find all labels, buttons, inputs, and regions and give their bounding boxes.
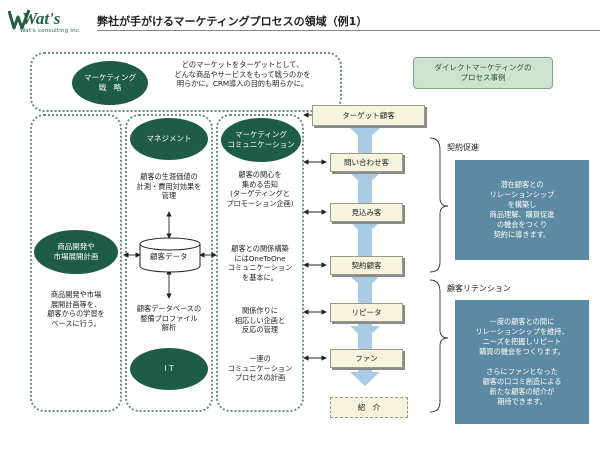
stage-referral: 紹 介: [330, 397, 408, 418]
it-oval: I T: [130, 348, 208, 390]
stage-repeater: リピータ: [330, 303, 403, 322]
management-region: [125, 114, 213, 412]
section-label-retention: 顧客リテンション: [447, 284, 511, 293]
communication-note-3: 関係作りに 相応しい企画と 反応の管理: [234, 306, 286, 335]
section-label-contract-promotion: 契約促進: [447, 143, 479, 152]
section-braces: [429, 137, 449, 413]
logo-mark-icon: [8, 9, 30, 30]
strategy-region: [30, 52, 342, 112]
stage-target-customer: ターゲット顧客: [312, 105, 425, 126]
communication-note-2: 顧客との関係構築 にはOneToOne コミュニケーション を基本に。: [227, 244, 293, 283]
database-label: 顧客データ: [150, 252, 188, 261]
stage-fan: ファン: [330, 349, 403, 368]
management-oval: マネジメント: [130, 118, 208, 160]
strategy-note: どのマーケットをターゲットとして、 どんな商品やサービスをもって戦うのかを 明ら…: [174, 60, 311, 89]
management-note-top: 顧客の生涯価値の 計測・費用対効果を 管理: [136, 172, 202, 201]
company-logo: Wat's Wat's consulting Inc.: [8, 6, 94, 34]
product-region: [30, 114, 122, 412]
stage-link-arrows: [123, 112, 327, 361]
direct-marketing-label: ダイレクトマーケティングの プロセス事例: [413, 57, 553, 89]
management-note-bottom: 顧客データベースの 整備プロファイル 解析: [136, 304, 202, 333]
stage-prospect: 見込み客: [330, 203, 403, 222]
communication-oval: マーケティング コミュニケーション: [221, 118, 301, 162]
communication-note-1: 顧客の関心を 集める告知 (ターゲティングと プロモーション企画): [226, 170, 294, 209]
page-title: 弊社が手がけるマーケティングプロセスの領域（例1）: [97, 15, 368, 28]
retention-explanation: 一度の顧客との間に リレーションシップを維持、 ニーズを把握しリピート 購買の機…: [455, 300, 589, 424]
title-divider: [97, 30, 600, 31]
logo-tagline: Wat's consulting Inc.: [20, 28, 81, 34]
product-note: 商品開発や市場 展開計画等を、 顧客からの学習を ベースに行う。: [47, 290, 105, 329]
database-cylinder-icon: [139, 237, 201, 273]
contract-promotion-explanation: 潜在顧客との リレーションシップ を構築し 商品理解、購買促進 の機会をつくり …: [455, 160, 589, 260]
product-oval: 商品開発や 市場展開計画: [34, 230, 118, 274]
logo-wordmark: Wat's: [22, 9, 61, 28]
stage-contract-customer: 契約顧客: [330, 256, 403, 275]
communication-region: [216, 114, 304, 412]
communication-note-4: 一連の コミュニケーション プロセスの計画: [227, 354, 293, 383]
stage-inquiry-customer: 問い合わせ客: [330, 153, 403, 172]
strategy-oval: マーケティング 戦 略: [72, 61, 148, 105]
